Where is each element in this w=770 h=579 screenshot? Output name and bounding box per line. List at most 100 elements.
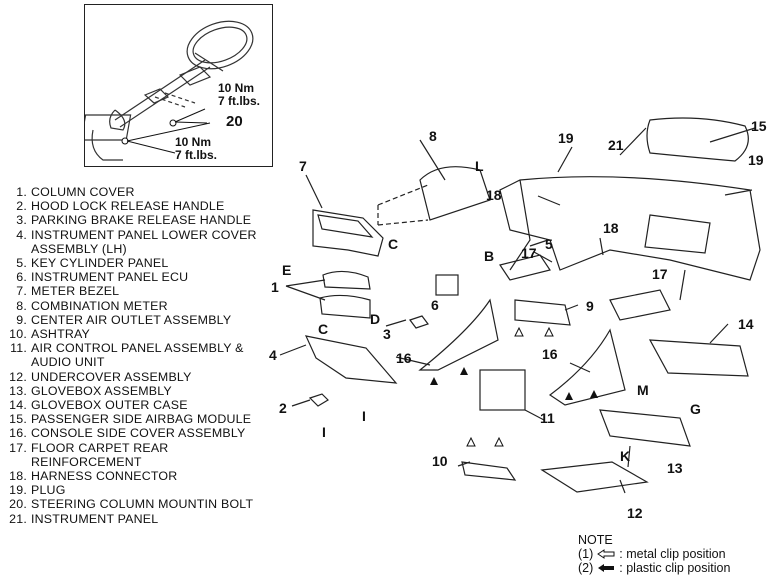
meter-bezel-shape (312, 209, 384, 257)
callout-18: 18 (603, 220, 619, 236)
fastener-letter-k: K (620, 448, 631, 464)
legend-item: 12.UNDERCOVER ASSEMBLY (2, 370, 274, 384)
note-title: NOTE (578, 533, 613, 547)
legend-item: 10.ASHTRAY (2, 327, 274, 341)
fastener-letter-c: C (318, 321, 329, 337)
callout-5: 5 (545, 236, 553, 252)
fastener-letter-e: E (282, 262, 292, 278)
callout-14: 14 (738, 316, 754, 332)
fastener-letter-l: L (475, 158, 484, 174)
legend-item: 9. CENTER AIR OUTLET ASSEMBLY (2, 313, 274, 327)
callout-11: 11 (540, 410, 555, 426)
legend-label: PARKING BRAKE RELEASE HANDLE (31, 213, 252, 228)
legend-item: 13.GLOVEBOX ASSEMBLY (2, 384, 274, 398)
callout-4: 4 (269, 347, 277, 363)
legend-number: 17. (9, 440, 27, 455)
legend-number: 9. (16, 312, 27, 327)
callout-3: 3 (383, 326, 391, 342)
legend-number: 19. (9, 483, 27, 498)
steering-column-inset (80, 4, 273, 167)
callout-9: 9 (586, 298, 594, 314)
legend-item: 1.COLUMN COVER (2, 185, 274, 199)
legend-label: COLUMN COVER (31, 185, 135, 199)
legend-number: 3. (16, 213, 27, 228)
legend-label: GLOVEBOX OUTER CASE (31, 398, 188, 413)
air-control-panel-shape (479, 369, 526, 411)
lower-cover-shape (304, 335, 398, 384)
legend-label: UNDERCOVER ASSEMBLY (31, 369, 192, 384)
console-side-cover-left-shape (418, 298, 499, 371)
ashtray-shape (461, 461, 517, 481)
legend-label: FLOOR CARPET REAR REINFORCEMENT (31, 440, 169, 469)
legend-item: 16.CONSOLE SIDE COVER ASSEMBLY (2, 426, 274, 440)
fastener-letter-m: M (637, 382, 649, 398)
legend-label: CENTER AIR OUTLET ASSEMBLY (31, 312, 232, 327)
legend-label: METER BEZEL (31, 284, 120, 299)
legend-number: 2. (16, 199, 27, 214)
callout-21: 21 (608, 137, 624, 153)
legend-label: AIR CONTROL PANEL ASSEMBLY & AUDIO UNIT (31, 341, 244, 370)
legend-label: HOOD LOCK RELEASE HANDLE (31, 199, 225, 214)
legend-number: 7. (16, 284, 27, 299)
legend-label: HARNESS CONNECTOR (31, 469, 178, 484)
note-item-plastic: (2) : plastic clip position (578, 561, 730, 575)
torque-nm: 10 Nm (175, 135, 212, 149)
callout-12: 12 (627, 505, 643, 521)
console-side-cover-right-shape (548, 328, 626, 406)
legend-number: 5. (16, 256, 27, 271)
legend-item: 4.INSTRUMENT PANEL LOWER COVER ASSEMBLY … (2, 228, 274, 256)
legend-label: PASSENGER SIDE AIRBAG MODULE (31, 412, 252, 427)
note-text: : metal clip position (619, 547, 726, 561)
legend-number: 18. (9, 469, 27, 484)
glovebox-shape (599, 409, 691, 447)
callout-19: 19 (558, 130, 574, 146)
callout-19: 19 (748, 152, 764, 168)
glovebox-outer-case-shape (648, 339, 749, 377)
callout-10: 10 (432, 453, 448, 469)
ecu-shape (435, 274, 459, 296)
column-cover-shape (322, 270, 371, 290)
callout-18: 18 (486, 187, 502, 203)
callout-17: 17 (652, 266, 668, 282)
legend-label: STEERING COLUMN MOUNTIN BOLT (31, 497, 254, 512)
combination-meter-shape (419, 166, 491, 221)
legend-label: INSTRUMENT PANEL ECU (31, 270, 189, 285)
legend-number: 4. (16, 227, 27, 242)
legend-label: CONSOLE SIDE COVER ASSEMBLY (31, 426, 246, 441)
legend-item: 11. AIR CONTROL PANEL ASSEMBLY & AUDIO UN… (2, 341, 274, 369)
legend-number: 8. (16, 298, 27, 313)
note-num: (1) (578, 547, 594, 561)
torque-nm: 10 Nm (218, 81, 255, 95)
callout-7: 7 (299, 158, 307, 174)
callout-16: 16 (542, 346, 558, 362)
fastener-letter-b: B (484, 248, 495, 264)
legend-number: 15. (9, 412, 27, 427)
fastener-letter-g: G (690, 401, 701, 417)
legend-label: COMBINATION METER (31, 298, 168, 313)
hollow-arrow-left-icon (597, 549, 615, 559)
legend-item: 17. FLOOR CARPET REAR REINFORCEMENT (2, 441, 274, 469)
note-num: (2) (578, 561, 594, 575)
callout-6: 6 (431, 297, 439, 313)
legend-number: 13. (9, 383, 27, 398)
legend-number: 10. (9, 327, 27, 342)
legend-item: 5. KEY CYLINDER PANEL (2, 256, 274, 270)
callout-15: 15 (751, 118, 767, 134)
fastener-letter-d: D (370, 311, 381, 327)
legend-number: 11. (10, 341, 27, 356)
callout-2: 2 (279, 400, 287, 416)
torque-spec-upper: 10 Nm 7 ft.lbs. (218, 82, 260, 108)
legend-item: 18. HARNESS CONNECTOR (2, 469, 274, 483)
center-air-outlet-shape (514, 299, 571, 326)
legend-item: 14.GLOVEBOX OUTER CASE (2, 398, 274, 412)
note-text: : plastic clip position (619, 561, 731, 575)
legend-item: 8. COMBINATION METER (2, 299, 274, 313)
legend-label: KEY CYLINDER PANEL (31, 256, 169, 271)
legend-number: 20. (9, 497, 27, 512)
legend-item: 21.INSTRUMENT PANEL (2, 512, 274, 526)
torque-spec-lower: 10 Nm 7 ft.lbs. (175, 136, 217, 162)
fastener-letter-c: C (388, 236, 399, 252)
callout-20: 20 (226, 113, 243, 130)
